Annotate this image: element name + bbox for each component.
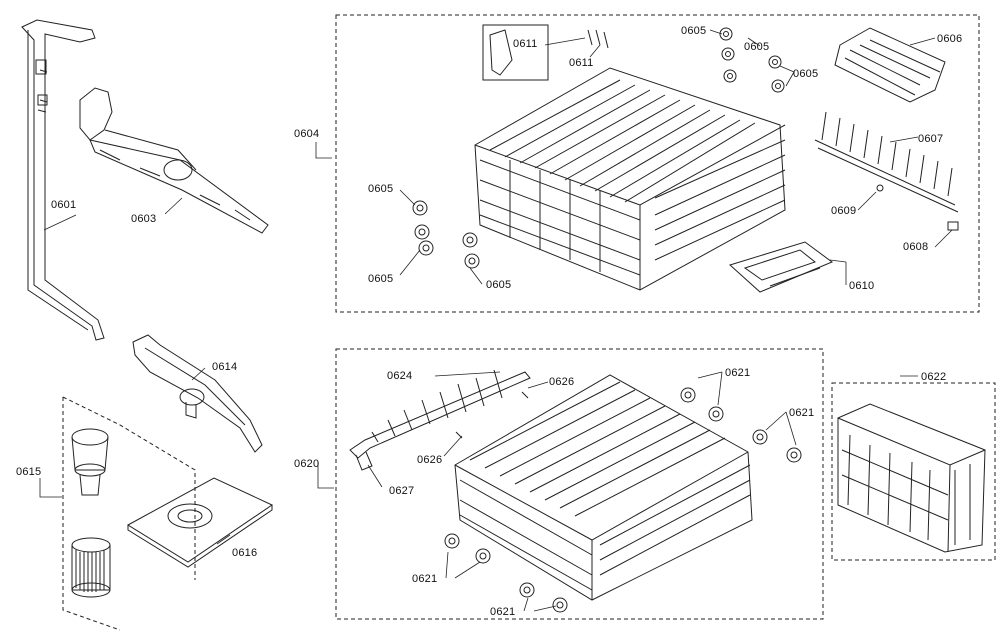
part-label-0621-top: 0621: [725, 367, 751, 379]
part-label-0605-top-c: 0605: [793, 68, 819, 80]
lower-rack-group-box: [335, 348, 824, 620]
part-label-0620: 0620: [294, 458, 320, 470]
part-label-0615: 0615: [16, 466, 42, 478]
tine-row-part: [814, 111, 959, 213]
part-label-0626-left: 0626: [417, 454, 443, 466]
part-label-0605-left-top: 0605: [368, 183, 394, 195]
cutlery-basket-group-box: [831, 382, 996, 561]
part-label-0616: 0616: [232, 547, 258, 559]
part-label-0609: 0609: [831, 205, 857, 217]
part-label-0607: 0607: [918, 133, 944, 145]
upper-rack-group-box: [335, 14, 980, 313]
part-label-0605-center: 0605: [486, 279, 512, 291]
part-label-0621-left: 0621: [412, 573, 438, 585]
part-label-0627: 0627: [389, 485, 415, 497]
part-label-0610: 0610: [849, 280, 875, 292]
fine-filter-plate-part: [127, 477, 274, 568]
filter-group-box: [62, 396, 196, 631]
part-label-0608: 0608: [903, 241, 929, 253]
part-label-0611-clips: 0611: [569, 57, 594, 69]
part-label-0605-left-bottom: 0605: [368, 273, 394, 285]
cup-shelf-part: [834, 27, 946, 103]
upper-rack-rollers: [412, 27, 959, 269]
upper-rack-part: [474, 67, 786, 291]
lower-rack-rollers: [444, 387, 802, 613]
upper-spray-arm-part: [79, 87, 269, 234]
part-label-0601: 0601: [51, 199, 77, 211]
lower-rack-part: [349, 369, 753, 601]
part-label-0605-top-b: 0605: [744, 41, 770, 53]
part-label-0626-right: 0626: [549, 376, 575, 388]
part-label-0621-right: 0621: [789, 407, 815, 419]
part-label-0603: 0603: [131, 213, 157, 225]
part-label-0622: 0622: [921, 371, 947, 383]
part-label-0605-top-a: 0605: [681, 25, 707, 37]
part-label-0624: 0624: [387, 370, 413, 382]
filter-assembly-part: [71, 428, 111, 598]
lower-spray-arm-part: [132, 334, 263, 453]
part-label-0604: 0604: [294, 128, 320, 140]
part-label-0611-box: 0611: [513, 38, 538, 50]
leader-lines: [39, 29, 953, 612]
supply-tube-part: [21, 19, 105, 341]
hinge-bracket-part: [482, 24, 609, 81]
part-label-0606: 0606: [937, 33, 963, 45]
part-label-0621-bottom: 0621: [490, 606, 516, 618]
part-label-0614: 0614: [212, 361, 238, 373]
cutlery-basket-part: [837, 403, 986, 553]
rack-handle-part: [729, 241, 834, 293]
